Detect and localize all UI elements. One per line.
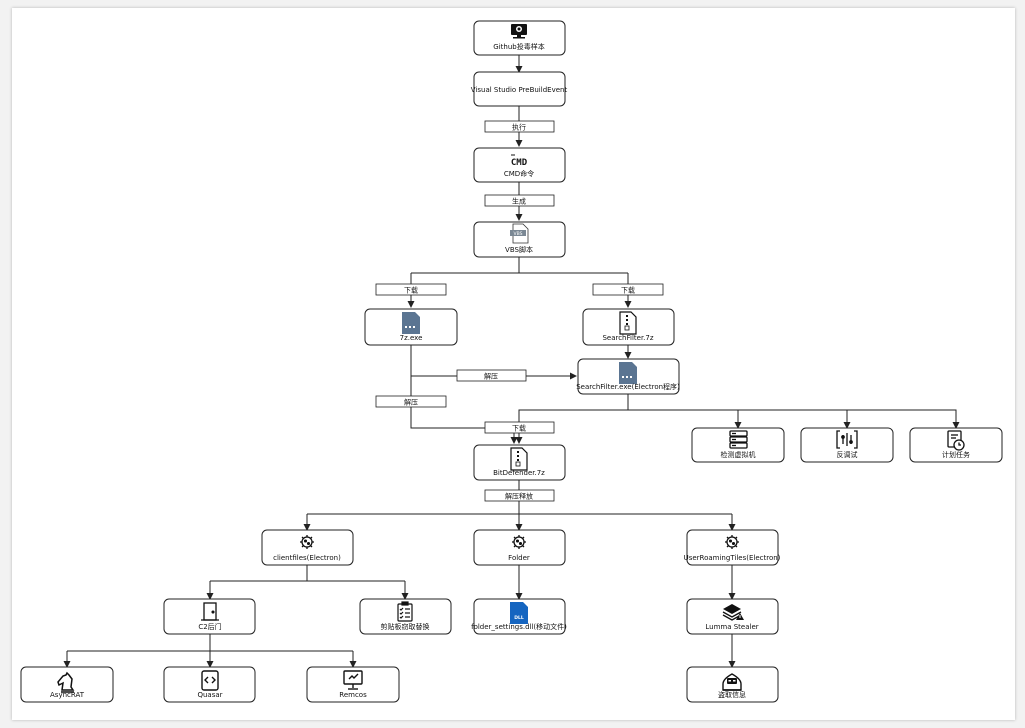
node-c2-backdoor-label: C2后门: [198, 622, 221, 631]
node-steal-info-label: 盗取信息: [718, 690, 746, 699]
server-icon: [729, 430, 748, 449]
node-clientfiles-label: clientfiles(Electron): [273, 554, 341, 562]
edge-label-download-left: 下载: [375, 283, 447, 296]
debug-icon: [836, 430, 858, 449]
node-visual-studio[interactable]: Visual Studio PreBuildEvent: [471, 71, 568, 107]
svg-text:VBS: VBS: [514, 231, 523, 237]
zip-file-icon: [510, 447, 528, 471]
exe-file-icon: [402, 312, 420, 334]
edge-sfexe-bus: [515, 394, 629, 444]
cmd-icon: CMD: [511, 154, 528, 168]
edge-label-download-bitdefender-text: 下载: [512, 424, 526, 433]
monitor-icon: [511, 24, 527, 39]
node-searchfilter-7z-label: SearchFilter.7z: [602, 334, 653, 342]
door-icon: [201, 602, 219, 621]
flow-diagram: 执行 生成 下载 下载 解压 解压 下载 解压释放 Gi: [20, 20, 1003, 703]
remote-desktop-icon: [343, 670, 363, 690]
node-folder-settings-dll[interactable]: DLL folder_settings.dll(移动文件): [471, 598, 567, 635]
node-cmd-label: CMD命令: [504, 169, 534, 178]
node-searchfilter-exe-label: SearchFilter.exe(Electron程序): [576, 382, 680, 391]
node-github-label: Github投毒样本: [493, 42, 544, 51]
node-vbs[interactable]: VBS VBS脚本: [473, 221, 566, 258]
hacker-stack-icon: [722, 604, 744, 621]
node-lumma-stealer-label: Lumma Stealer: [705, 623, 758, 631]
node-vbs-label: VBS脚本: [505, 245, 533, 254]
edge-label-download-right: 下载: [592, 283, 664, 296]
node-detect-vm-label: 检测虚拟机: [721, 450, 756, 459]
node-clipboard-hijack-label: 剪贴板窃取替换: [381, 622, 430, 631]
node-searchfilter-exe[interactable]: SearchFilter.exe(Electron程序): [576, 358, 680, 395]
node-clientfiles[interactable]: clientfiles(Electron): [261, 529, 354, 566]
node-userroamingtiles[interactable]: UserRoamingTiles(Electron): [684, 529, 781, 566]
node-visual-studio-label: Visual Studio PreBuildEvent: [471, 86, 568, 94]
zip-file-icon: [619, 311, 637, 335]
edge-label-extract-release-text: 解压释放: [505, 492, 533, 501]
vbs-file-icon: VBS: [510, 223, 529, 244]
node-asyncrat-label: AsyncRAT: [50, 691, 85, 699]
node-7z-exe-label: 7z.exe: [400, 334, 423, 342]
virus-icon: [300, 535, 314, 549]
clock-document-icon: [947, 430, 965, 451]
edge-bus-detectvm: [628, 409, 742, 429]
edge-label-extract-middle-text: 解压: [484, 372, 498, 381]
node-cmd[interactable]: CMD CMD命令: [473, 147, 566, 183]
edge-bus-schedtask: [847, 409, 960, 429]
virus-icon: [512, 535, 526, 549]
code-file-icon: [201, 670, 219, 691]
connectors: [63, 55, 960, 668]
node-quasar[interactable]: Quasar: [163, 666, 256, 703]
node-clipboard-hijack[interactable]: 剪贴板窃取替换: [359, 598, 452, 635]
edge-bus-antidebug: [738, 409, 851, 429]
node-scheduled-task-label: 计划任务: [942, 450, 970, 459]
clipboard-icon: [397, 601, 413, 622]
node-searchfilter-7z[interactable]: SearchFilter.7z: [582, 308, 675, 346]
edge-label-generate-text: 生成: [512, 197, 526, 206]
edge-label-extract-left: 解压: [375, 395, 447, 408]
dll-file-icon: DLL: [510, 602, 528, 624]
node-github[interactable]: Github投毒样本: [473, 20, 566, 56]
node-folder-settings-dll-label: folder_settings.dll(移动文件): [471, 622, 567, 631]
node-c2-backdoor[interactable]: C2后门: [163, 598, 256, 635]
edge-label-generate: 生成: [484, 194, 555, 207]
edge-cf-split: [210, 565, 405, 582]
edge-label-download-bitdefender: 下载: [484, 421, 555, 434]
node-scheduled-task[interactable]: 计划任务: [909, 427, 1003, 463]
node-folder[interactable]: Folder: [473, 529, 566, 566]
svg-text:DLL: DLL: [514, 615, 524, 621]
hacker-icon: [722, 673, 742, 691]
node-asyncrat[interactable]: AsyncRAT: [20, 666, 114, 703]
node-bitdefender[interactable]: BitDefender.7z: [473, 444, 566, 481]
node-anti-debug[interactable]: 反调试: [800, 427, 894, 463]
edge-label-download-left-text: 下载: [404, 286, 418, 295]
node-remcos[interactable]: Remcos: [306, 666, 400, 703]
node-steal-info[interactable]: 盗取信息: [686, 666, 779, 703]
node-quasar-label: Quasar: [197, 691, 222, 699]
node-bitdefender-label: BitDefender.7z: [493, 469, 545, 477]
edge-vbs-split: [411, 257, 628, 274]
node-userroamingtiles-label: UserRoamingTiles(Electron): [684, 554, 781, 562]
edge-label-download-right-text: 下载: [621, 286, 635, 295]
node-lumma-stealer[interactable]: Lumma Stealer: [686, 598, 779, 635]
edge-label-extract-left-text: 解压: [404, 398, 418, 407]
svg-text:CMD: CMD: [511, 158, 528, 168]
edge-label-extract-middle: 解压: [456, 369, 527, 382]
edge-label-extract-release: 解压释放: [484, 489, 555, 502]
node-remcos-label: Remcos: [339, 691, 367, 699]
node-anti-debug-label: 反调试: [837, 450, 858, 459]
node-folder-label: Folder: [508, 554, 530, 562]
edge-label-execute: 执行: [484, 120, 555, 133]
horse-icon: [57, 671, 75, 693]
exe-file-icon: [619, 362, 637, 384]
edge-label-execute-text: 执行: [512, 123, 526, 132]
virus-icon: [725, 535, 739, 549]
node-7z-exe[interactable]: 7z.exe: [364, 308, 458, 346]
edge-c2-split: [67, 634, 353, 652]
diagram-canvas: 执行 生成 下载 下载 解压 解压 下载 解压释放 Gi: [12, 8, 1015, 720]
node-detect-vm[interactable]: 检测虚拟机: [691, 427, 785, 463]
